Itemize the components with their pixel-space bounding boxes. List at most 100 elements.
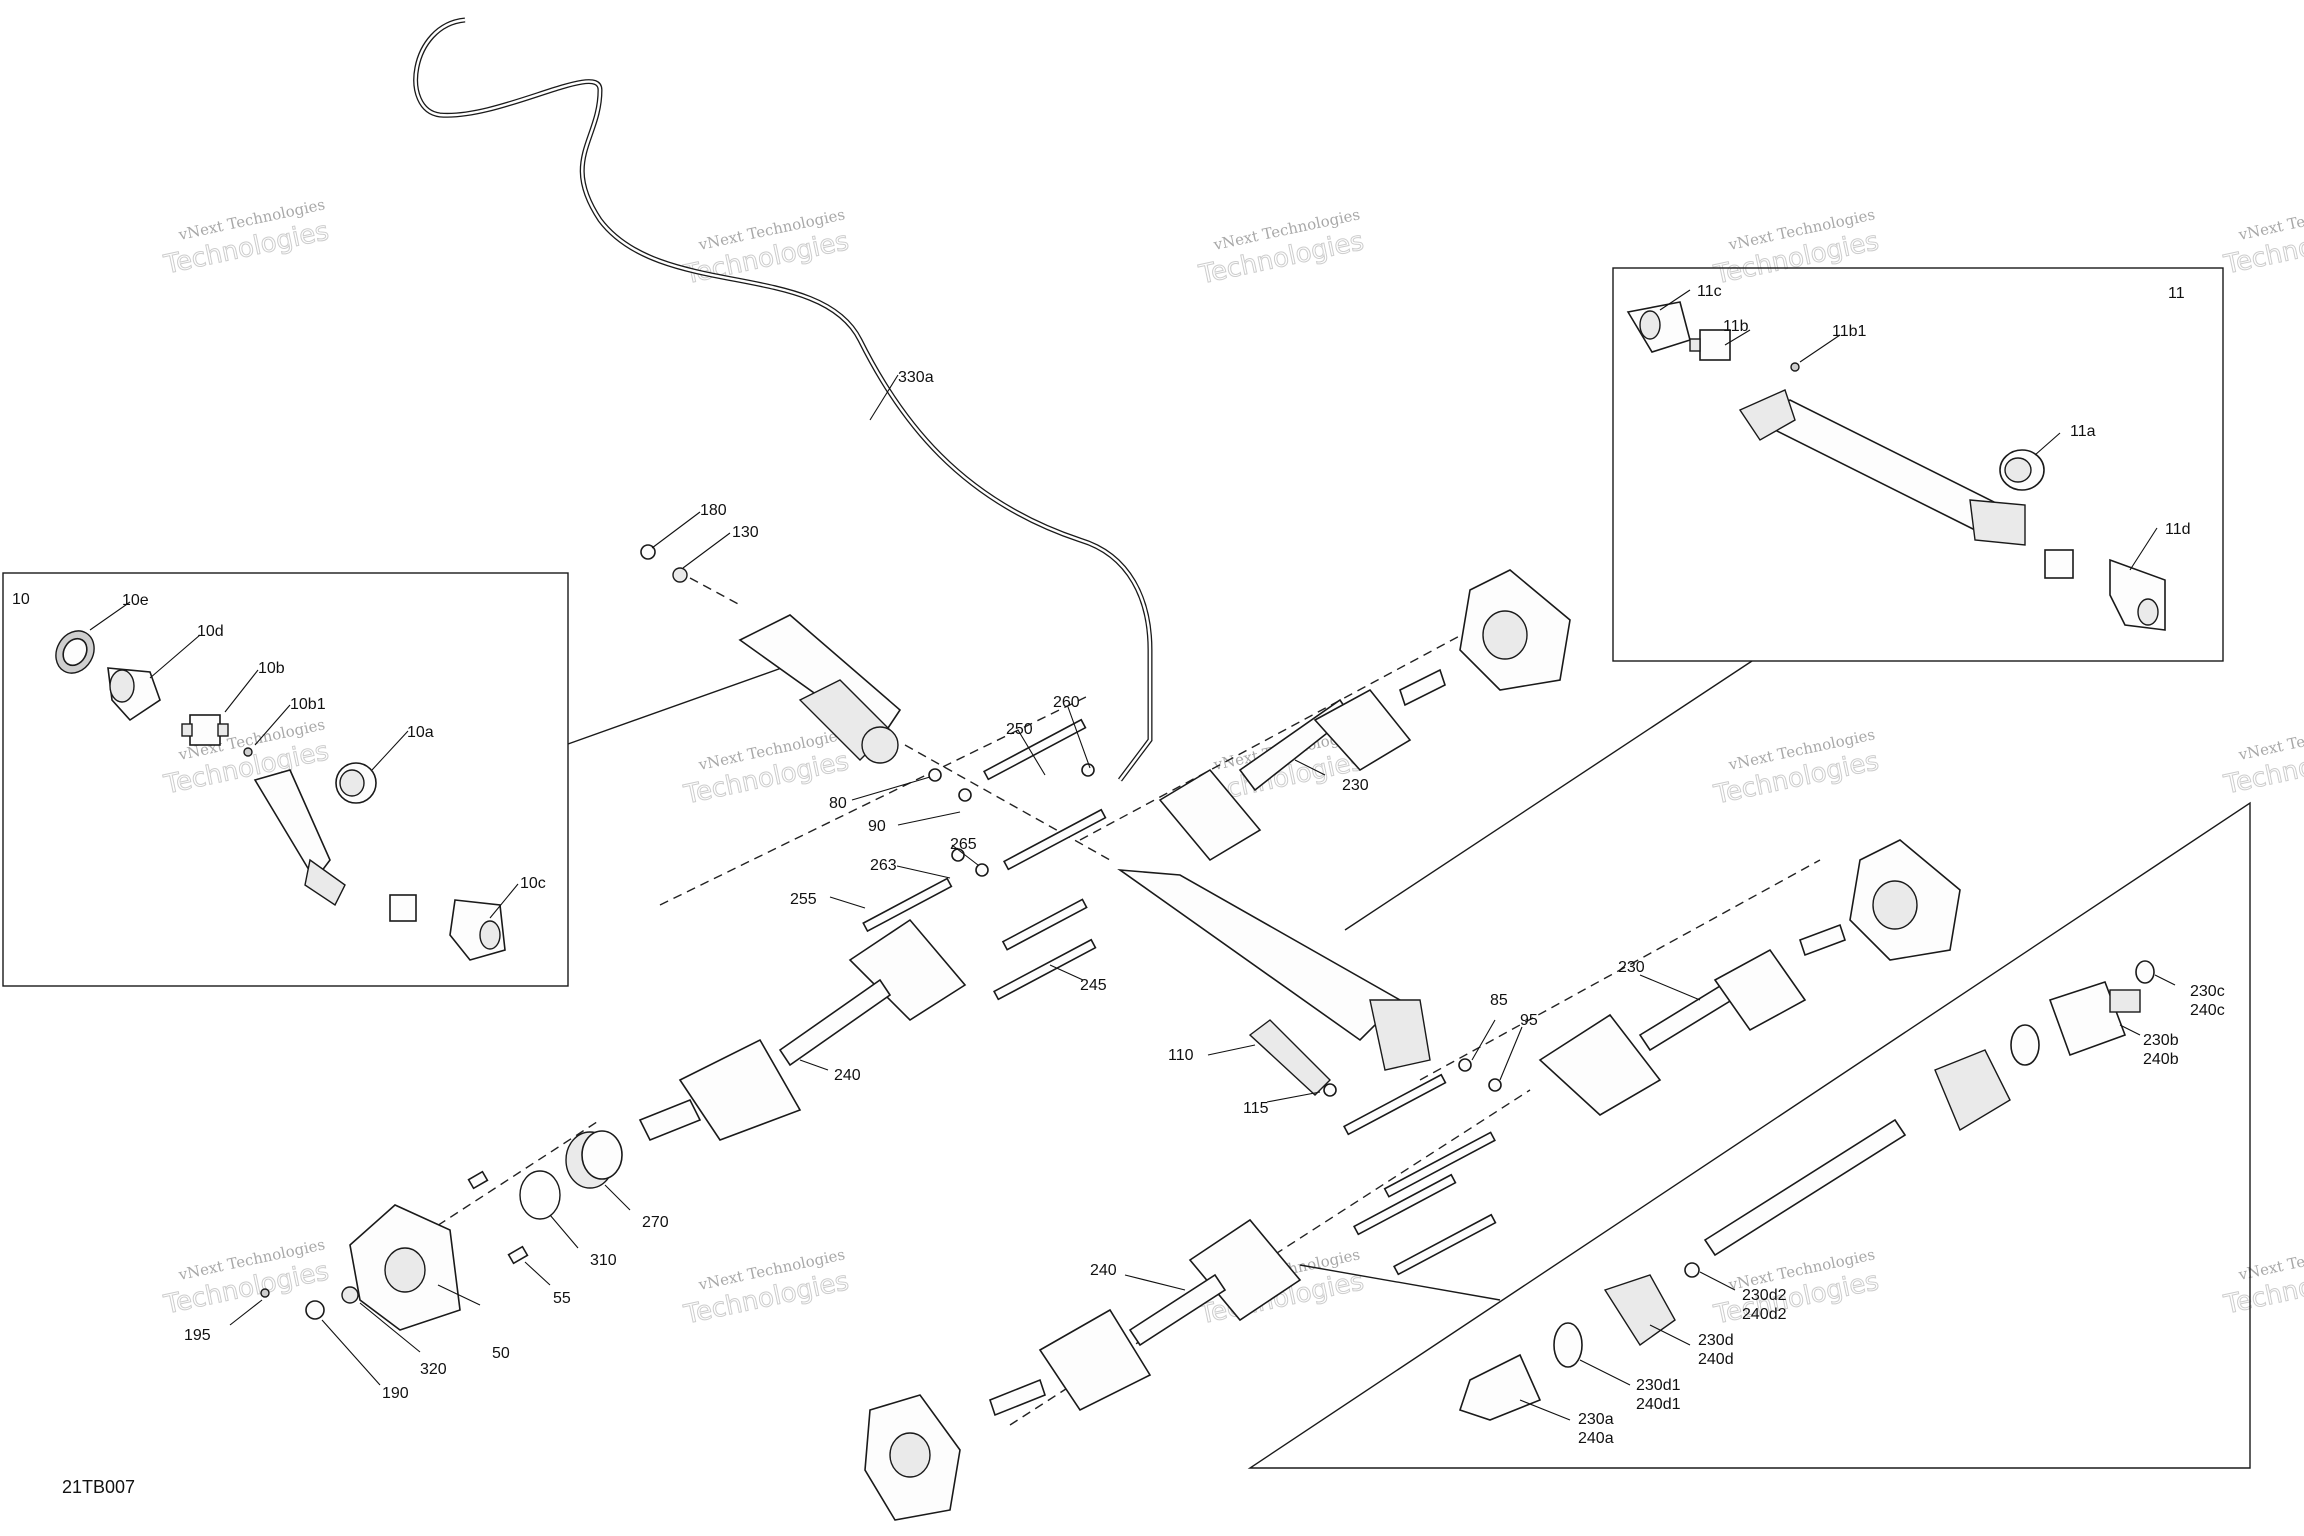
callout-11d: 11d [2165,521,2191,538]
callout-230-top: 230 [1342,777,1369,794]
callout-240c: 240c [2190,1002,2225,1019]
callout-240b: 240b [2143,1051,2179,1068]
watermark: vNext Technologies Technologies [680,205,852,291]
watermark: vNext Technologies Technologies [1710,725,1882,811]
ring-230c [2135,960,2155,984]
callout-11: 11 [2168,285,2185,302]
knuckle-hub-lower [864,1394,961,1521]
callout-10: 10 [12,591,30,608]
shaft-10 [253,769,346,907]
callout-80: 80 [829,795,847,812]
callout-240d2: 240d2 [1742,1306,1787,1323]
boot-110 [1248,1019,1337,1097]
callout-110: 110 [1168,1047,1194,1064]
callout-230a: 230a [1578,1411,1614,1428]
callout-310: 310 [590,1252,617,1269]
callout-320: 320 [420,1361,447,1378]
bearing-270 [565,1130,623,1189]
hub-50 [349,1204,461,1331]
grease-fitting-11b1 [1790,362,1800,372]
callout-265: 265 [950,836,977,853]
knuckle-hub-upper [1459,569,1571,691]
callout-10d: 10d [197,623,224,640]
bolts-right [1343,1058,1502,1276]
callout-180: 180 [700,502,727,519]
callout-85: 85 [1490,992,1508,1009]
detail-link-11 [1344,660,1753,931]
callout-11c: 11c [1697,283,1722,300]
circlip-310 [519,1170,561,1220]
boot-upper [1934,1049,2011,1132]
boot-230d [1603,1274,1676,1346]
circlip-230d2 [1684,1262,1700,1278]
cross-10c-pair [389,894,506,961]
clamp-230d1 [1553,1322,1583,1368]
callout-11b: 11b [1723,318,1749,335]
boot-11a [1999,449,2045,491]
watermark-grid: vNext Technologies Technologies vNext Te… [160,195,2304,1331]
watermark: vNext Technologies Technologies [2220,195,2304,281]
drive-shaft-230-upper [1158,668,1446,862]
grease-fitting-10b1 [243,747,253,757]
propeller-shaft-rear [1117,868,1431,1071]
boot-10a [335,762,377,804]
callout-190: 190 [382,1385,409,1402]
nut-190 [305,1300,325,1320]
clamp-band [2010,1024,2040,1066]
callout-50: 50 [492,1345,510,1362]
yoke-11c [1626,301,1691,353]
callout-11b1: 11b1 [1832,323,1867,340]
bolts-center [862,718,1107,1001]
callout-195: 195 [184,1327,211,1344]
callout-10e: 10e [122,592,149,609]
shaft-11 [1738,389,2026,546]
callout-270: 270 [642,1214,669,1231]
detail-box-10 [2,572,569,987]
callout-263: 263 [870,857,897,874]
watermark: vNext Technologies Technologies [680,725,852,811]
drive-shaft-240-lower [989,1218,1302,1417]
callout-130: 130 [732,524,759,541]
callout-115: 115 [1243,1100,1269,1117]
drive-shaft-230-right [1538,923,1847,1116]
callout-95: 95 [1520,1012,1538,1029]
callout-240a: 240a [1578,1430,1614,1447]
callout-10c: 10c [520,875,546,892]
cross-10b [181,714,229,746]
callout-55: 55 [553,1290,571,1307]
watermark: vNext Technologies Technologies [2220,1235,2304,1321]
callout-90: 90 [868,818,886,835]
callout-250: 250 [1006,721,1033,738]
callout-230b: 230b [2143,1032,2179,1049]
inner-cv-230a [1458,1353,1542,1421]
callout-10a: 10a [407,724,434,741]
watermark: vNext Technologies Technologies [1710,1245,1882,1331]
watermark: vNext Technologies Technologies [1195,205,1367,291]
cotter-pin-195 [260,1288,270,1298]
callout-240-bottom: 240 [1090,1262,1117,1279]
callout-labels: 330a 180 130 10 10e 10d 10b 10b1 10a 10c… [12,283,2225,1447]
outer-cv-230b [2048,981,2141,1057]
callout-255: 255 [790,891,817,908]
drive-shaft-240-mid [638,918,967,1142]
callout-330a: 330a [898,369,934,386]
cross-11d-pair [2044,549,2166,631]
propeller-shaft-front [738,614,902,764]
seal-10e [55,630,95,674]
callout-230-right: 230 [1618,959,1645,976]
watermark: vNext Technologies Technologies [160,195,332,281]
callout-230d: 230d [1698,1332,1734,1349]
callout-240d1: 240d1 [1636,1396,1681,1413]
figure-id: 21TB007 [62,1477,135,1497]
washer-130 [672,567,688,583]
knuckle-hub-right [1849,839,1961,961]
nut-180 [640,544,656,560]
callout-240d: 240d [1698,1351,1734,1368]
watermark: vNext Technologies Technologies [2220,715,2304,801]
yoke-10d [107,667,161,722]
callout-11a: 11a [2070,423,2096,440]
callout-240-mid: 240 [834,1067,861,1084]
callout-10b1: 10b1 [290,696,326,713]
callout-230d1: 230d1 [1636,1377,1681,1394]
